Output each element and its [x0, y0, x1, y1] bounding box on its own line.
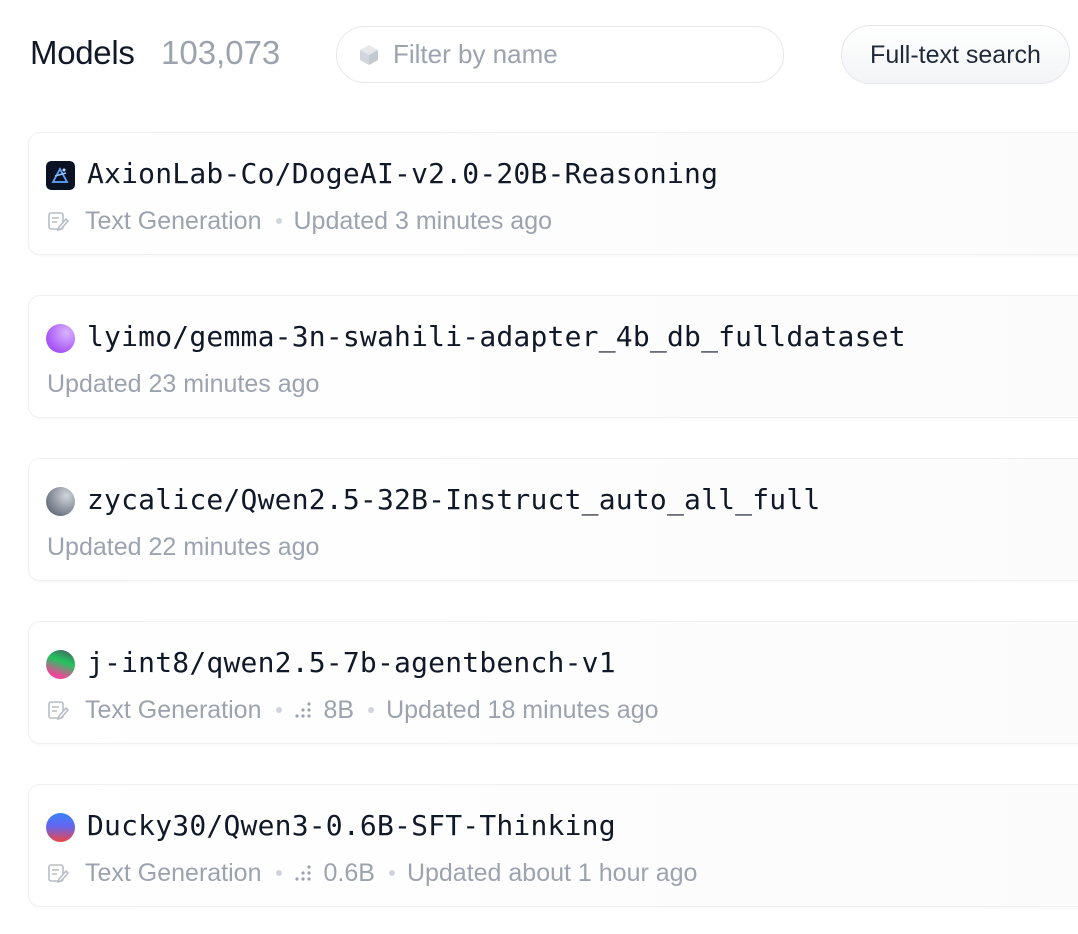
updated-label: Updated 23 minutes ago [47, 369, 320, 398]
model-card[interactable]: lyimo/gemma-3n-swahili-adapter_4b_db_ful… [28, 295, 1078, 418]
updated-label: Updated about 1 hour ago [406, 858, 698, 887]
model-meta: Text Generation 0.6B Updated about 1 hou… [47, 857, 697, 889]
ducky30-avatar [46, 813, 75, 842]
parameters-icon [294, 702, 311, 718]
axionlab-avatar [46, 161, 75, 190]
zycalice-avatar [46, 487, 75, 516]
parameters-icon [294, 865, 311, 881]
model-meta: Updated 22 minutes ago [47, 531, 319, 563]
updated-label: Updated 18 minutes ago [386, 695, 659, 724]
model-name[interactable]: Ducky30/Qwen3-0.6B-SFT-Thinking [87, 809, 616, 842]
text-generation-icon [48, 864, 69, 884]
filter-by-name-field[interactable] [336, 26, 784, 83]
task-label: Text Generation [85, 206, 262, 235]
page-title: Models [30, 34, 135, 71]
separator-dot [275, 218, 282, 224]
updated-label: Updated 3 minutes ago [293, 206, 553, 235]
model-card[interactable]: zycalice/Qwen2.5-32B-Instruct_auto_all_f… [28, 458, 1078, 581]
models-count: 103,073 [161, 34, 281, 71]
model-card[interactable]: AxionLab-Co/DogeAI-v2.0-20B-Reasoning Te… [28, 132, 1078, 255]
model-meta: Text Generation Updated 3 minutes ago [47, 205, 552, 237]
lyimo-avatar [46, 324, 75, 353]
model-name[interactable]: lyimo/gemma-3n-swahili-adapter_4b_db_ful… [87, 320, 906, 353]
separator-dot [368, 707, 375, 713]
separator-dot [275, 707, 282, 713]
params-label: 0.6B [323, 858, 375, 887]
model-card[interactable]: Ducky30/Qwen3-0.6B-SFT-Thinking Text Gen… [28, 784, 1078, 907]
text-generation-icon [48, 701, 69, 721]
task-label: Text Generation [85, 858, 262, 887]
cube-icon [360, 45, 378, 65]
full-text-search-button[interactable]: Full-text search [841, 25, 1070, 84]
models-header: Models 103,073 Full-text search [0, 0, 1078, 110]
j-int8-avatar [46, 650, 75, 679]
model-card[interactable]: j-int8/qwen2.5-7b-agentbench-v1 Text Gen… [28, 621, 1078, 744]
task-label: Text Generation [85, 695, 262, 724]
model-name[interactable]: zycalice/Qwen2.5-32B-Instruct_auto_all_f… [87, 483, 821, 516]
params-label: 8B [323, 695, 355, 724]
separator-dot [275, 870, 282, 876]
updated-label: Updated 22 minutes ago [47, 532, 320, 561]
filter-by-name-input[interactable] [393, 27, 773, 81]
model-meta: Updated 23 minutes ago [47, 368, 319, 400]
text-generation-icon [48, 212, 69, 232]
model-meta: Text Generation 8B Updated 18 minutes ag… [47, 694, 659, 726]
separator-dot [388, 870, 395, 876]
model-name[interactable]: AxionLab-Co/DogeAI-v2.0-20B-Reasoning [87, 157, 719, 190]
model-name[interactable]: j-int8/qwen2.5-7b-agentbench-v1 [87, 646, 616, 679]
